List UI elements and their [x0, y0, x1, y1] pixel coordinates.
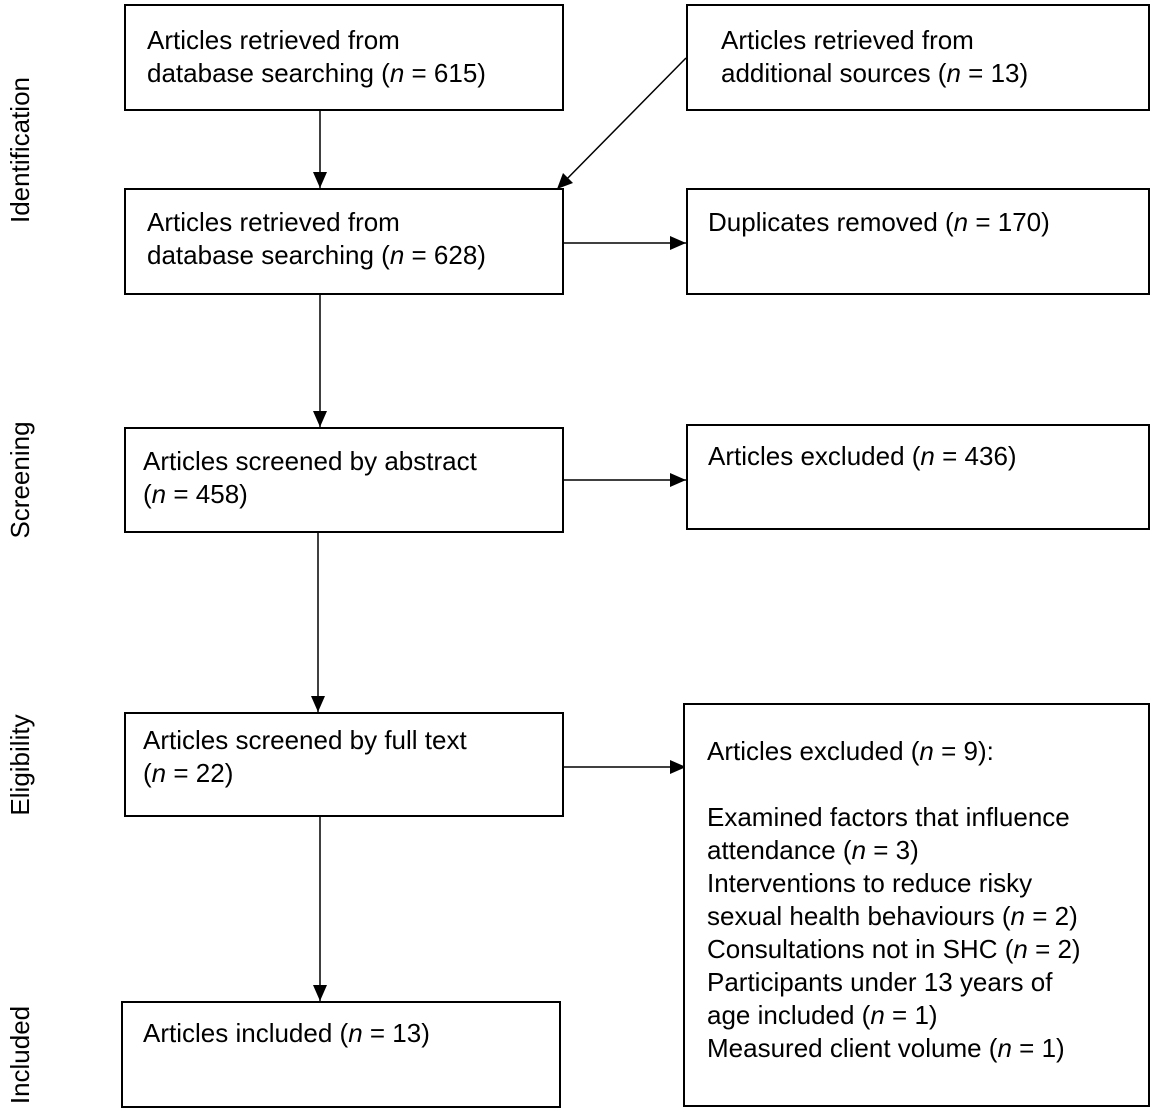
arrowhead-abstract-to-excluded: [670, 473, 686, 487]
n-symbol: n: [946, 58, 961, 88]
arrowhead-combined-to-abstract: [313, 411, 327, 427]
box-fulltext-excluded: Articles excluded (n = 9): Examined fact…: [683, 703, 1150, 1107]
count-prefix: Articles excluded (: [708, 441, 921, 471]
count-value: = 13): [362, 1018, 430, 1048]
exclusion-reason-1-line2: attendance (n = 3): [707, 834, 1148, 867]
box-additional-sources-line2: additional sources (n = 13): [721, 57, 1148, 90]
count-prefix: age included (: [707, 1000, 871, 1030]
count-value: = 436): [934, 441, 1017, 471]
count-prefix: (: [143, 758, 152, 788]
arrow-additional-to-combined: [558, 57, 687, 188]
box-abstract-screened: Articles screened by abstract (n = 458): [124, 427, 564, 533]
box-abstract-screened-line2: (n = 458): [143, 478, 562, 511]
exclusion-reason-2-line1: Interventions to reduce risky: [707, 868, 1033, 898]
count-prefix: (: [143, 479, 152, 509]
box-combined-records-line2: database searching (n = 628): [147, 239, 562, 272]
box-database-search-line1: Articles retrieved from: [147, 25, 400, 55]
box-additional-sources-line1: Articles retrieved from: [721, 25, 974, 55]
count-value: = 1): [1011, 1033, 1065, 1063]
box-articles-included-line1: Articles included (n = 13): [143, 1017, 559, 1050]
exclusion-reason-4-line2: age included (n = 1): [707, 999, 1148, 1032]
box-database-search: Articles retrieved from database searchi…: [124, 4, 564, 111]
box-abstract-excluded: Articles excluded (n = 436): [686, 424, 1150, 530]
n-symbol: n: [920, 441, 935, 471]
count-value: = 170): [968, 207, 1050, 237]
count-prefix: Articles included (: [143, 1018, 349, 1048]
exclusion-reason-2-line2: sexual health behaviours (n = 2): [707, 900, 1148, 933]
phase-label-screening: Screening: [5, 421, 35, 539]
n-symbol: n: [151, 758, 167, 788]
count-value: = 2): [1025, 901, 1078, 931]
count-value: = 628): [404, 240, 486, 270]
arrowhead-combined-to-duplicates: [670, 236, 686, 250]
count-prefix: Duplicates removed (: [708, 207, 954, 237]
exclusion-reason-1-line1: Examined factors that influence: [707, 802, 1070, 832]
n-symbol: n: [870, 1000, 885, 1030]
box-abstract-screened-line1: Articles screened by abstract: [143, 446, 477, 476]
n-symbol: n: [919, 736, 934, 766]
n-symbol: n: [389, 58, 405, 88]
count-value: = 458): [166, 479, 248, 509]
count-prefix: attendance (: [707, 835, 852, 865]
count-value: = 1): [884, 1000, 938, 1030]
n-symbol: n: [851, 835, 867, 865]
exclusion-reason-5: Measured client volume (n = 1): [707, 1032, 1148, 1065]
exclusion-reason-4-line1: Participants under 13 years of: [707, 967, 1053, 997]
box-articles-included: Articles included (n = 13): [121, 1001, 561, 1108]
count-value: = 3): [866, 835, 919, 865]
n-symbol: n: [348, 1018, 363, 1048]
count-prefix: database searching (: [147, 240, 390, 270]
count-prefix: sexual health behaviours (: [707, 901, 1011, 931]
n-symbol: n: [151, 479, 167, 509]
arrowhead-database-to-combined: [313, 172, 327, 188]
arrowhead-additional-to-combined: [557, 173, 573, 189]
count-value: = 2): [1027, 934, 1081, 964]
n-symbol: n: [953, 207, 969, 237]
n-symbol: n: [997, 1033, 1012, 1063]
n-symbol: n: [1013, 934, 1028, 964]
box-additional-sources: Articles retrieved from additional sourc…: [686, 4, 1150, 111]
arrowhead-fulltext-to-included: [313, 985, 327, 1001]
exclusion-reason-3: Consultations not in SHC (n = 2): [707, 933, 1148, 966]
count-prefix: Measured client volume (: [707, 1033, 998, 1063]
box-fulltext-screened: Articles screened by full text (n = 22): [124, 712, 564, 817]
count-prefix: database searching (: [147, 58, 390, 88]
phase-label-included: Included: [5, 1005, 35, 1105]
count-value: = 22): [166, 758, 234, 788]
arrowhead-abstract-to-fulltext: [311, 696, 325, 712]
n-symbol: n: [1010, 901, 1025, 931]
box-fulltext-screened-line2: (n = 22): [143, 757, 562, 790]
box-combined-records-line1: Articles retrieved from: [147, 207, 400, 237]
box-combined-records: Articles retrieved from database searchi…: [124, 188, 564, 295]
box-duplicates-removed-line1: Duplicates removed (n = 170): [708, 206, 1148, 239]
box-abstract-excluded-line1: Articles excluded (n = 436): [708, 440, 1148, 473]
count-value: = 13): [960, 58, 1029, 88]
phase-label-eligibility: Eligibility: [5, 714, 35, 816]
count-value: = 615): [404, 58, 486, 88]
count-prefix: additional sources (: [721, 58, 947, 88]
box-duplicates-removed: Duplicates removed (n = 170): [686, 188, 1150, 295]
count-prefix: Consultations not in SHC (: [707, 934, 1014, 964]
count-value: = 9):: [933, 736, 994, 766]
box-database-search-line2: database searching (n = 615): [147, 57, 562, 90]
n-symbol: n: [389, 240, 405, 270]
phase-label-identification: Identification: [5, 77, 35, 223]
excluded-heading: Articles excluded (n = 9):: [707, 735, 1148, 768]
box-fulltext-screened-line1: Articles screened by full text: [143, 725, 467, 755]
count-prefix: Articles excluded (: [707, 736, 920, 766]
